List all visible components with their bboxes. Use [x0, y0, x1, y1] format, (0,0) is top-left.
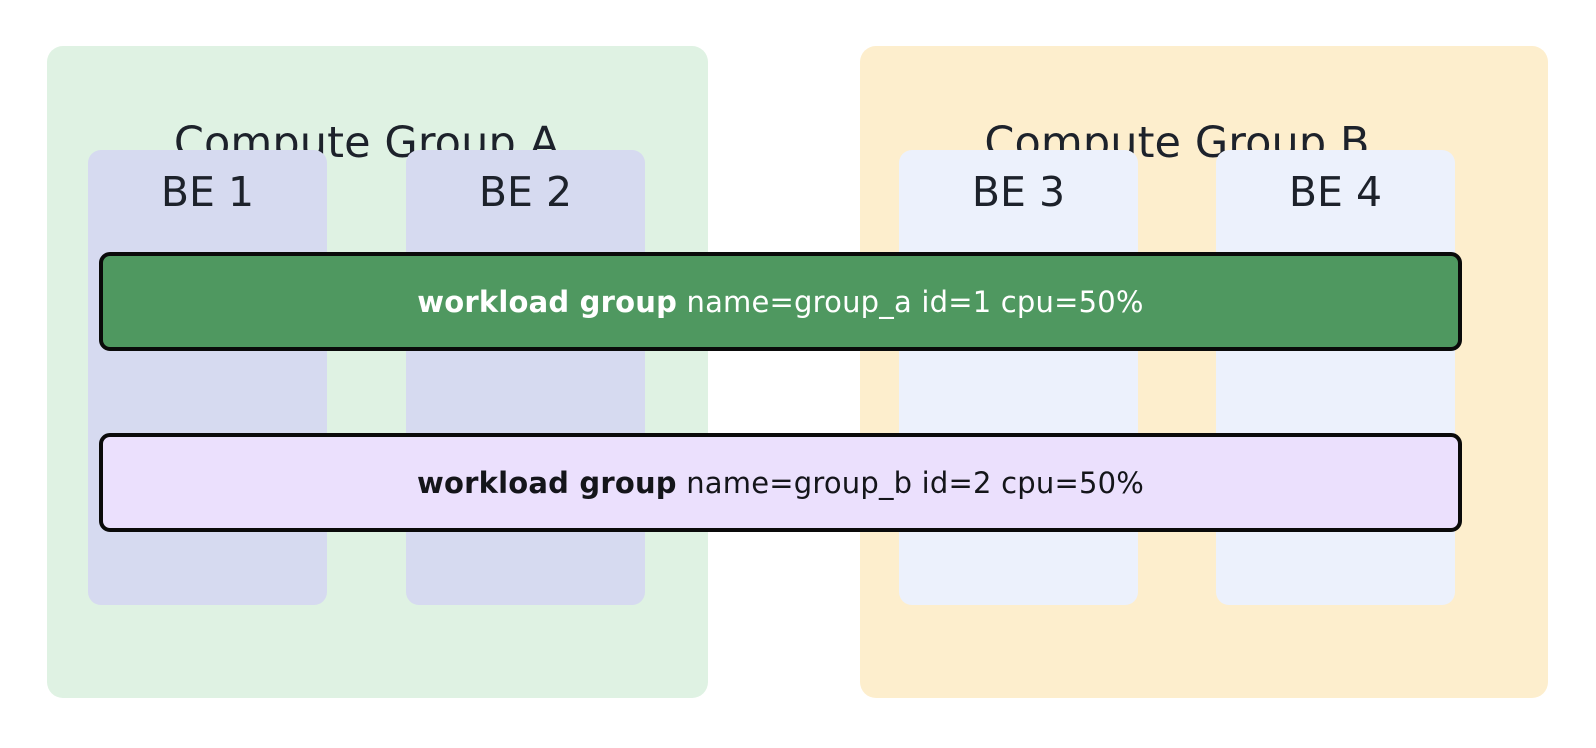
- workload-group-bar-group-b: workload group name=group_b id=2 cpu=50%: [99, 433, 1462, 532]
- workload-group-a-text: workload group name=group_a id=1 cpu=50%: [417, 285, 1143, 319]
- workload-group-a-attributes: name=group_a id=1 cpu=50%: [686, 284, 1144, 319]
- workload-group-bar-group-a: workload group name=group_a id=1 cpu=50%: [99, 252, 1462, 351]
- backend-node-be-3-label: BE 3: [971, 168, 1066, 216]
- backend-node-be-3: BE 3: [899, 150, 1138, 605]
- backend-node-be-2: BE 2: [406, 150, 645, 605]
- compute-group-b: Compute Group B BE 3 BE 4: [860, 46, 1548, 698]
- workload-group-a-keyword: workload group: [417, 284, 678, 319]
- backend-node-be-4: BE 4: [1216, 150, 1455, 605]
- workload-group-b-keyword: workload group: [416, 465, 677, 500]
- backend-node-be-2-label: BE 2: [478, 168, 573, 216]
- backend-node-be-1: BE 1: [88, 150, 327, 605]
- workload-group-b-attributes: name=group_b id=2 cpu=50%: [686, 465, 1145, 500]
- compute-group-a: Compute Group A BE 1 BE 2: [47, 46, 708, 698]
- backend-node-be-4-label: BE 4: [1288, 168, 1383, 216]
- backend-node-be-1-label: BE 1: [160, 168, 255, 216]
- workload-group-b-text: workload group name=group_b id=2 cpu=50%: [417, 466, 1144, 500]
